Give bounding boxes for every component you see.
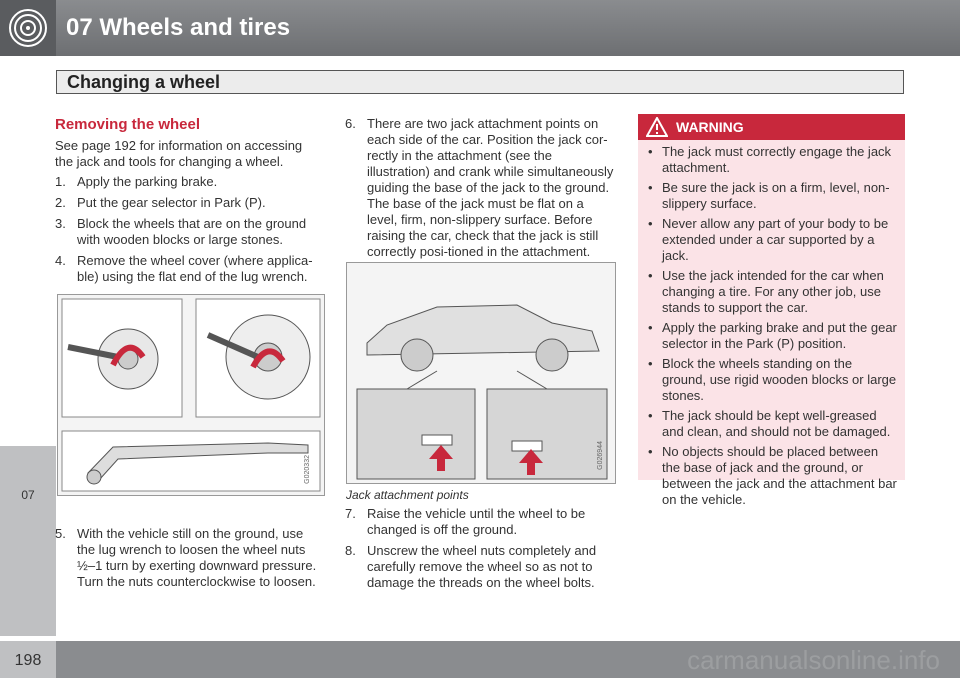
warning-item: •The jack must correctly engage the jack… — [648, 144, 892, 175]
warning-item: •Block the wheels standing on the ground… — [648, 356, 897, 403]
warning-item: •Apply the parking brake and put the gea… — [648, 320, 897, 351]
warning-box: WARNING •The jack must correctly engage … — [638, 114, 905, 507]
watermark: carmanualsonline.info — [687, 645, 940, 675]
step-7: 7.Raise the vehicle until the wheel to b… — [345, 506, 586, 537]
step-1: 1.Apply the parking brake. — [55, 174, 218, 189]
warning-item: •Never allow any part of your body to be… — [648, 216, 889, 263]
warning-header: WARNING — [638, 114, 905, 140]
warning-item: •Be sure the jack is on a firm, level, n… — [648, 180, 890, 211]
figure-code: G026944 — [597, 441, 604, 470]
column-1: Removing the wheel See page 192 for info… — [55, 116, 323, 290]
step-8: 8.Unscrew the wheel nuts completely and … — [345, 543, 597, 590]
section-bar: Changing a wheel — [56, 70, 904, 94]
jack-attachment-figure: G026944 — [346, 262, 616, 484]
footer: carmanualsonline.info — [0, 641, 960, 678]
wheel-icon — [0, 0, 56, 56]
page-number: 198 — [14, 652, 42, 669]
chapter-tab-number: 07 — [21, 488, 35, 502]
warning-title: WARNING — [676, 119, 744, 135]
column-2-bottom: 7.Raise the vehicle until the wheel to b… — [345, 506, 615, 596]
chapter-tab — [0, 446, 56, 636]
step-3: 3.Block the wheels that are on the groun… — [55, 216, 307, 247]
removing-wheel-heading: Removing the wheel — [55, 116, 201, 133]
warning-item: •Use the jack intended for the car when … — [648, 268, 884, 315]
intro-text: See page 192 for information on accessin… — [55, 138, 303, 169]
chapter-title: 07 Wheels and tires — [66, 14, 291, 41]
figure-code: G020332 — [304, 455, 311, 484]
column-2: 6.There are two jack attachment points o… — [345, 116, 615, 265]
warning-list: •The jack must correctly engage the jack… — [638, 144, 905, 512]
warning-item: •The jack should be kept well-greased an… — [648, 408, 891, 439]
figure-caption: Jack attachment points — [346, 488, 469, 502]
chapter-header: 07 Wheels and tires — [0, 0, 960, 56]
step-6: 6.There are two jack attachment points o… — [345, 116, 614, 259]
lug-wrench-figure: G020332 — [57, 294, 325, 496]
section-title: Changing a wheel — [67, 72, 221, 92]
step-2: 2.Put the gear selector in Park (P). — [55, 195, 266, 210]
step-4: 4.Remove the wheel cover (where applica-… — [55, 253, 313, 284]
page-number-box: 198 — [0, 641, 56, 678]
step-5: 5.With the vehicle still on the ground, … — [55, 526, 317, 589]
warning-triangle-icon — [646, 117, 668, 137]
sidebar — [0, 56, 56, 641]
warning-item: •No objects should be placed between the… — [648, 444, 897, 507]
